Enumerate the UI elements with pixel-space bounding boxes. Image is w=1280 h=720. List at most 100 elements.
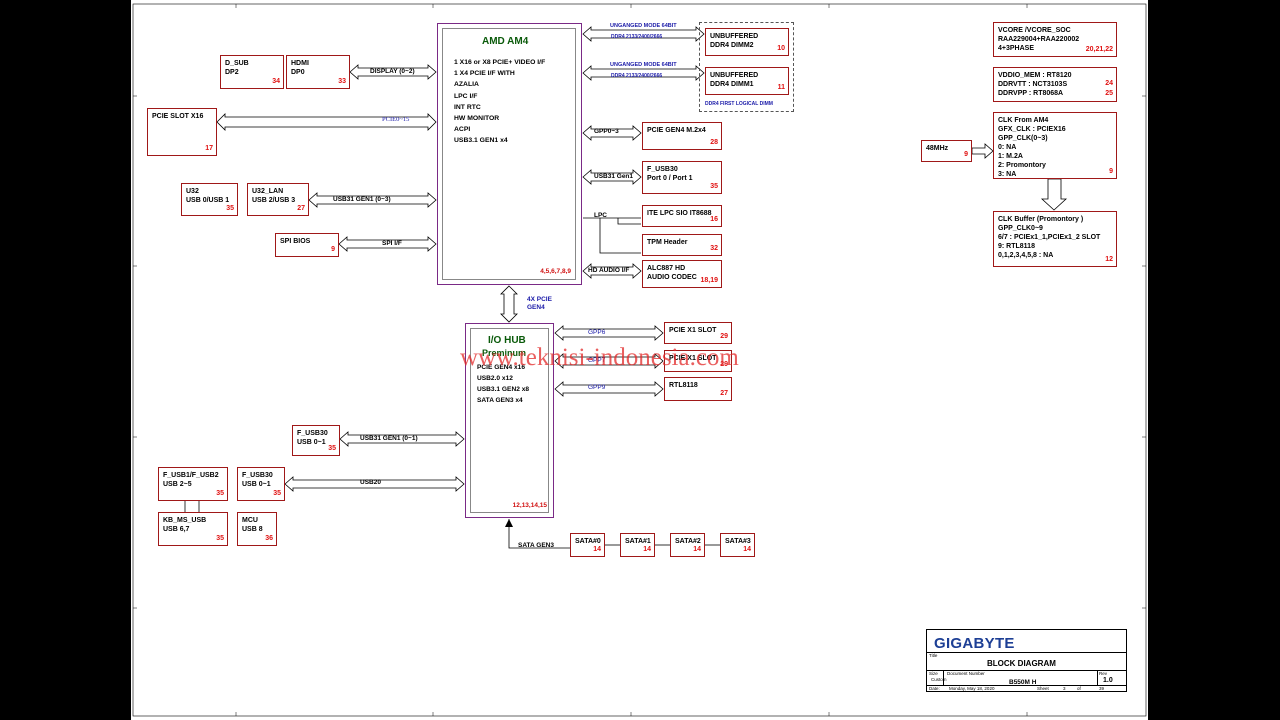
page-number: 28 <box>710 139 718 146</box>
clk-buffer-line: GPP_CLK0~9 <box>998 225 1043 232</box>
spi-bios-line: SPI BIOS <box>280 238 311 245</box>
f-usb30-rear-line: F_USB30 <box>297 430 328 437</box>
f-usb30-front-line: USB 0~1 <box>242 481 271 488</box>
gigabyte-logo: GIGABYTE <box>934 635 1015 652</box>
u32-lan-line: U32_LAN <box>252 188 284 195</box>
mcu-line: MCU <box>242 517 258 524</box>
page-number: 27 <box>297 205 305 212</box>
cpu-title: AMD AM4 <box>482 36 529 47</box>
bus-label-usb31-01: USB31 GEN1 (0~1) <box>360 435 418 442</box>
cpu-feature: INT RTC <box>454 103 481 111</box>
hub-features: PCIE GEN4 x16 USB2.0 x12 USB3.1 GEN2 x8 … <box>477 362 529 406</box>
bus-label-gpp9: GPP9 <box>588 384 606 391</box>
cpu-feature: 1 X4 PCIE I/F WITH <box>454 70 515 78</box>
clk-from-am4-line: 2: Promontory <box>998 162 1046 169</box>
page-number: 29 <box>720 333 728 340</box>
page-number: 34 <box>272 78 280 85</box>
ite-sio-line: ITE LPC SIO IT8688 <box>647 210 712 217</box>
ddr-dimm-group <box>699 22 794 112</box>
cpu-feature: 1 X16 or X8 PCIE+ VIDEO I/F <box>454 59 546 66</box>
page-number: 29 <box>720 361 728 368</box>
page-number: 14 <box>743 546 751 553</box>
vcore-line: RAA229004+RAA220002 <box>998 36 1080 43</box>
bus-label-pcie0-15: PCIE0~15 <box>382 116 410 123</box>
bus-label-ddr-mode-a: UNGANGED MODE 64BIT <box>610 23 677 29</box>
audio-codec-line: ALC887 HD <box>647 265 686 272</box>
f-usb30-front-line: F_USB30 <box>242 472 273 479</box>
clk-buffer-line: 0,1,2,3,4,5,8 : NA <box>998 252 1054 259</box>
page-number: 35 <box>216 490 224 497</box>
tb-date-value: Monday, May 18, 2020 <box>949 686 995 691</box>
mcu-line: USB 8 <box>242 526 263 533</box>
cpu-page-numbers: 4,5,6,7,8,9 <box>540 268 571 275</box>
pcie-x1-slot-2-line: PCIE X1 SLOT <box>669 355 717 362</box>
bus-label-usb20: USB20 <box>360 479 381 486</box>
tb-date-label: Date: <box>929 686 940 691</box>
bus-label-ddr-first: DDR4 FIRST LOGICAL DIMM <box>705 101 773 107</box>
cpu-features: 1 X16 or X8 PCIE+ VIDEO I/F 1 X4 PCIE I/… <box>454 57 545 147</box>
bus-label-ddr-speed-a: DDR4 2133/2400/2666 <box>611 34 663 40</box>
hdmi-line: DP0 <box>291 69 305 76</box>
tb-sheet-label: Sheet <box>1037 686 1049 691</box>
page-number: 14 <box>693 546 701 553</box>
sata0-line: SATA#0 <box>575 538 601 545</box>
bus-label-ddr-speed-b: DDR4 2133/2400/2666 <box>611 73 663 79</box>
sata1-line: SATA#1 <box>625 538 651 545</box>
clk-from-am4-line: 1: M.2A <box>998 153 1023 160</box>
ddr4-dimm1-line: DDR4 DIMM1 <box>710 81 754 88</box>
tb-title-label: Title <box>929 653 938 658</box>
page-number: 32 <box>710 245 718 252</box>
page-number: 20,21,22 <box>1085 46 1113 53</box>
ddr4-dimm2-line: DDR4 DIMM2 <box>710 42 754 49</box>
cpu-feature: HW MONITOR <box>454 115 500 123</box>
f-usb30-header-line: F_USB30 <box>647 166 678 173</box>
clk-from-am4-line: GPP_CLK(0~3) <box>998 135 1048 142</box>
bus-label-display: DISPLAY (0~2) <box>370 68 415 75</box>
bus-label-sata-gen3: SATA GEN3 <box>518 542 554 549</box>
f-usb30-header-line: Port 0 / Port 1 <box>647 175 693 182</box>
f-usb30-rear-line: USB 0~1 <box>297 439 326 446</box>
cpu-feature: ACPI <box>454 126 471 134</box>
ddr4-dimm1-line: UNBUFFERED <box>710 72 759 79</box>
page-number: 9 <box>964 151 968 158</box>
page-number: 35 <box>226 205 234 212</box>
page-number: 12 <box>1105 256 1113 263</box>
tb-doc-label: Document Number <box>947 671 985 676</box>
bus-label-usb31-03: USB31 GEN1 (0~3) <box>333 196 391 203</box>
sata2-line: SATA#2 <box>675 538 701 545</box>
watermark: www.teknisi-indonesia.com <box>460 344 739 371</box>
page-number: 36 <box>265 535 273 542</box>
bus-label-ddr-mode-b: UNGANGED MODE 64BIT <box>610 62 677 68</box>
page-number: 35 <box>216 535 224 542</box>
hub-subtitle: Preminum <box>482 348 527 358</box>
hub-feature: USB3.1 GEN2 x8 <box>477 386 530 393</box>
page-number: 17 <box>205 145 213 152</box>
tb-rev-label: Rev <box>1099 671 1108 676</box>
page-number: 10 <box>777 45 785 52</box>
tb-custom-label: Custom <box>931 677 947 682</box>
page-number: 33 <box>338 78 346 85</box>
bus-label-gpp6: GPP6 <box>588 329 606 336</box>
u32-line: USB 0/USB 1 <box>186 197 230 204</box>
io-hub-block: I/O HUB Preminum PCIE GEN4 x16 USB2.0 x1… <box>465 323 554 518</box>
u32-lan-line: USB 2/USB 3 <box>252 197 296 204</box>
diagram-title: BLOCK DIAGRAM <box>987 659 1056 668</box>
hub-page-numbers: 12,13,14,15 <box>512 502 547 509</box>
